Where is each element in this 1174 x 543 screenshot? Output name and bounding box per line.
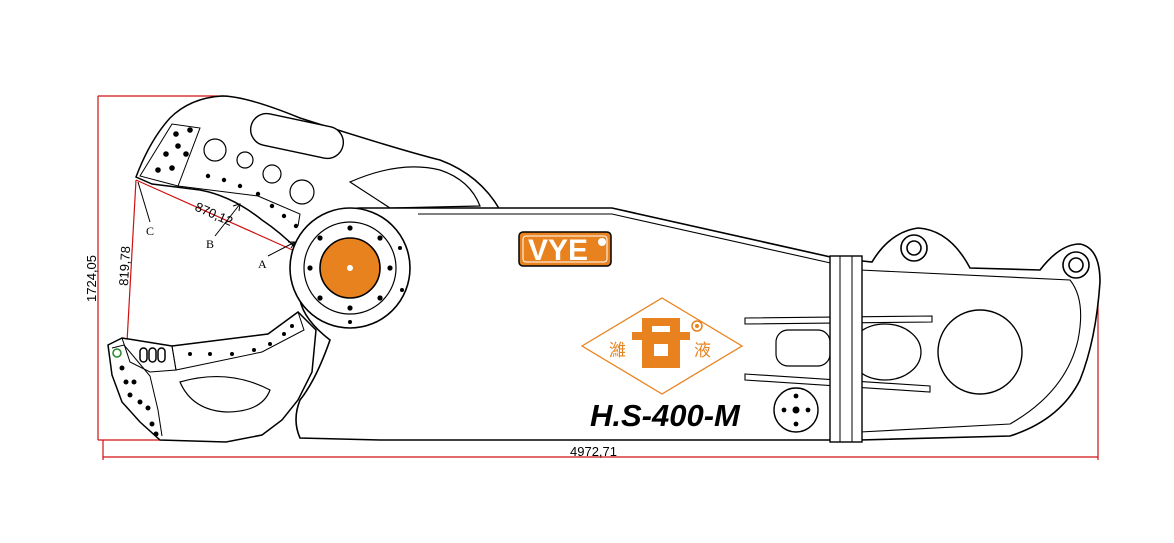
brand-logo-text: VYE (528, 234, 588, 267)
model-name: H.S-400-M (590, 398, 741, 433)
dimension-frame (97, 95, 1099, 460)
dimension-overall-height: 1724,05 (84, 255, 99, 302)
point-label-b: B (206, 237, 214, 251)
rotator-motor-bolts (781, 393, 811, 427)
lower-jaw (107, 311, 317, 443)
upper-jaw-bolts (155, 127, 299, 229)
dimension-overall-length: 4972,71 (570, 444, 617, 459)
hinge-bolts (307, 225, 404, 324)
lower-jaw-double-bolts (139, 347, 166, 363)
point-label-c: C (146, 224, 154, 238)
point-label-a: A (258, 257, 267, 271)
emblem-char-right: 液 (694, 341, 711, 361)
dimension-jaw-vertical: 819,78 (116, 246, 133, 286)
dimension-jaw-diagonal: 870,12 (193, 199, 235, 229)
point-arrows (137, 181, 296, 257)
brand-logo: VYE (518, 231, 612, 267)
lower-jaw-bolts (119, 324, 294, 437)
emblem-char-left: 濰 (609, 341, 626, 361)
company-emblem: 濰 液 (580, 297, 744, 395)
